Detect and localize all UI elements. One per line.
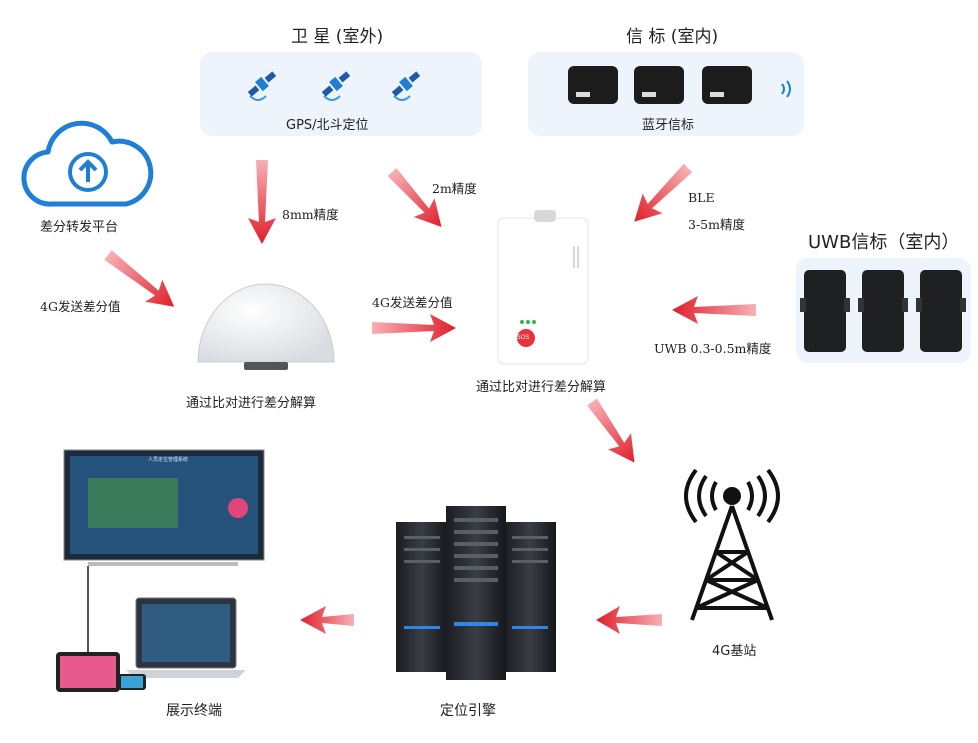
beacon-title: 信 标 (室内) [626,27,719,47]
server-caption: 定位引擎 [440,703,496,719]
arrow-uwb-to-tag [672,296,756,324]
dome-caption: 通过比对进行差分解算 [186,396,317,411]
beacon-caption: 蓝牙信标 [642,118,695,133]
tag-caption: 通过比对进行差分解算 [476,380,607,395]
label-ble-line1: BLE [688,190,715,205]
signal-wave-icon [781,80,791,98]
satellite-icon-3 [391,71,421,97]
label-cloud-to-dome: 4G发送差分值 [40,299,121,314]
uwb-beacon-icon-1 [800,270,850,352]
ble-beacon-icon-1 [568,66,618,104]
label-uwb-to-tag: UWB 0.3-0.5m精度 [654,341,772,356]
arrow-sat-to-dome [248,160,276,244]
uwb-panel [796,258,971,363]
satellite-panel: GPS/北斗定位 [200,52,482,136]
phone-icon [118,674,146,690]
label-sat-to-tag: 2m精度 [432,181,477,196]
satellite-icons [247,71,421,101]
positioning-tag-icon [497,210,589,365]
beacon-icons [568,66,791,104]
beacon-panel: 蓝牙信标 [528,52,804,136]
cell-tower-icon [684,468,780,621]
label-ble-line2: 3-5m精度 [688,217,745,232]
uwb-beacon-icons [800,270,966,352]
arrow-sat-to-tag [387,167,442,227]
uwb-beacon-icon-3 [916,270,966,352]
satellite-title: 卫 星 (室外) [291,27,384,47]
gnss-dome-icon [197,283,335,370]
arrow-cloud-to-dome [104,250,175,307]
arrow-tag-to-tower [587,398,635,463]
ble-beacon-icon-3 [702,66,752,104]
ble-beacon-icon-2 [634,66,684,104]
screen-title: 人员定位管理系统 [148,457,189,463]
server-rack-icon [396,506,556,680]
display-devices-icon [56,449,265,692]
arrow-ble-to-tag [634,163,693,222]
arrow-tower-to-server [596,606,662,634]
arrow-server-to-display [300,606,354,634]
satellite-icon-2 [321,71,351,97]
satellite-caption: GPS/北斗定位 [286,118,369,133]
uwb-beacon-icon-2 [858,270,908,352]
cloud-upload-icon [21,120,154,207]
display-caption: 展示终端 [166,703,222,719]
sos-button-label: SOS [517,334,530,341]
arrow-dome-to-tag [372,314,456,342]
uwb-title: UWB信标（室内） [808,232,960,253]
tablet-icon [56,652,120,692]
label-sat-to-dome: 8mm精度 [282,207,339,222]
cloud-label: 差分转发平台 [40,220,119,235]
tv-monitor-icon [63,449,265,566]
label-dome-to-tag: 4G发送差分值 [372,295,453,310]
tower-caption: 4G基站 [712,644,757,659]
laptop-icon [126,597,246,678]
satellite-icon-1 [247,71,277,97]
